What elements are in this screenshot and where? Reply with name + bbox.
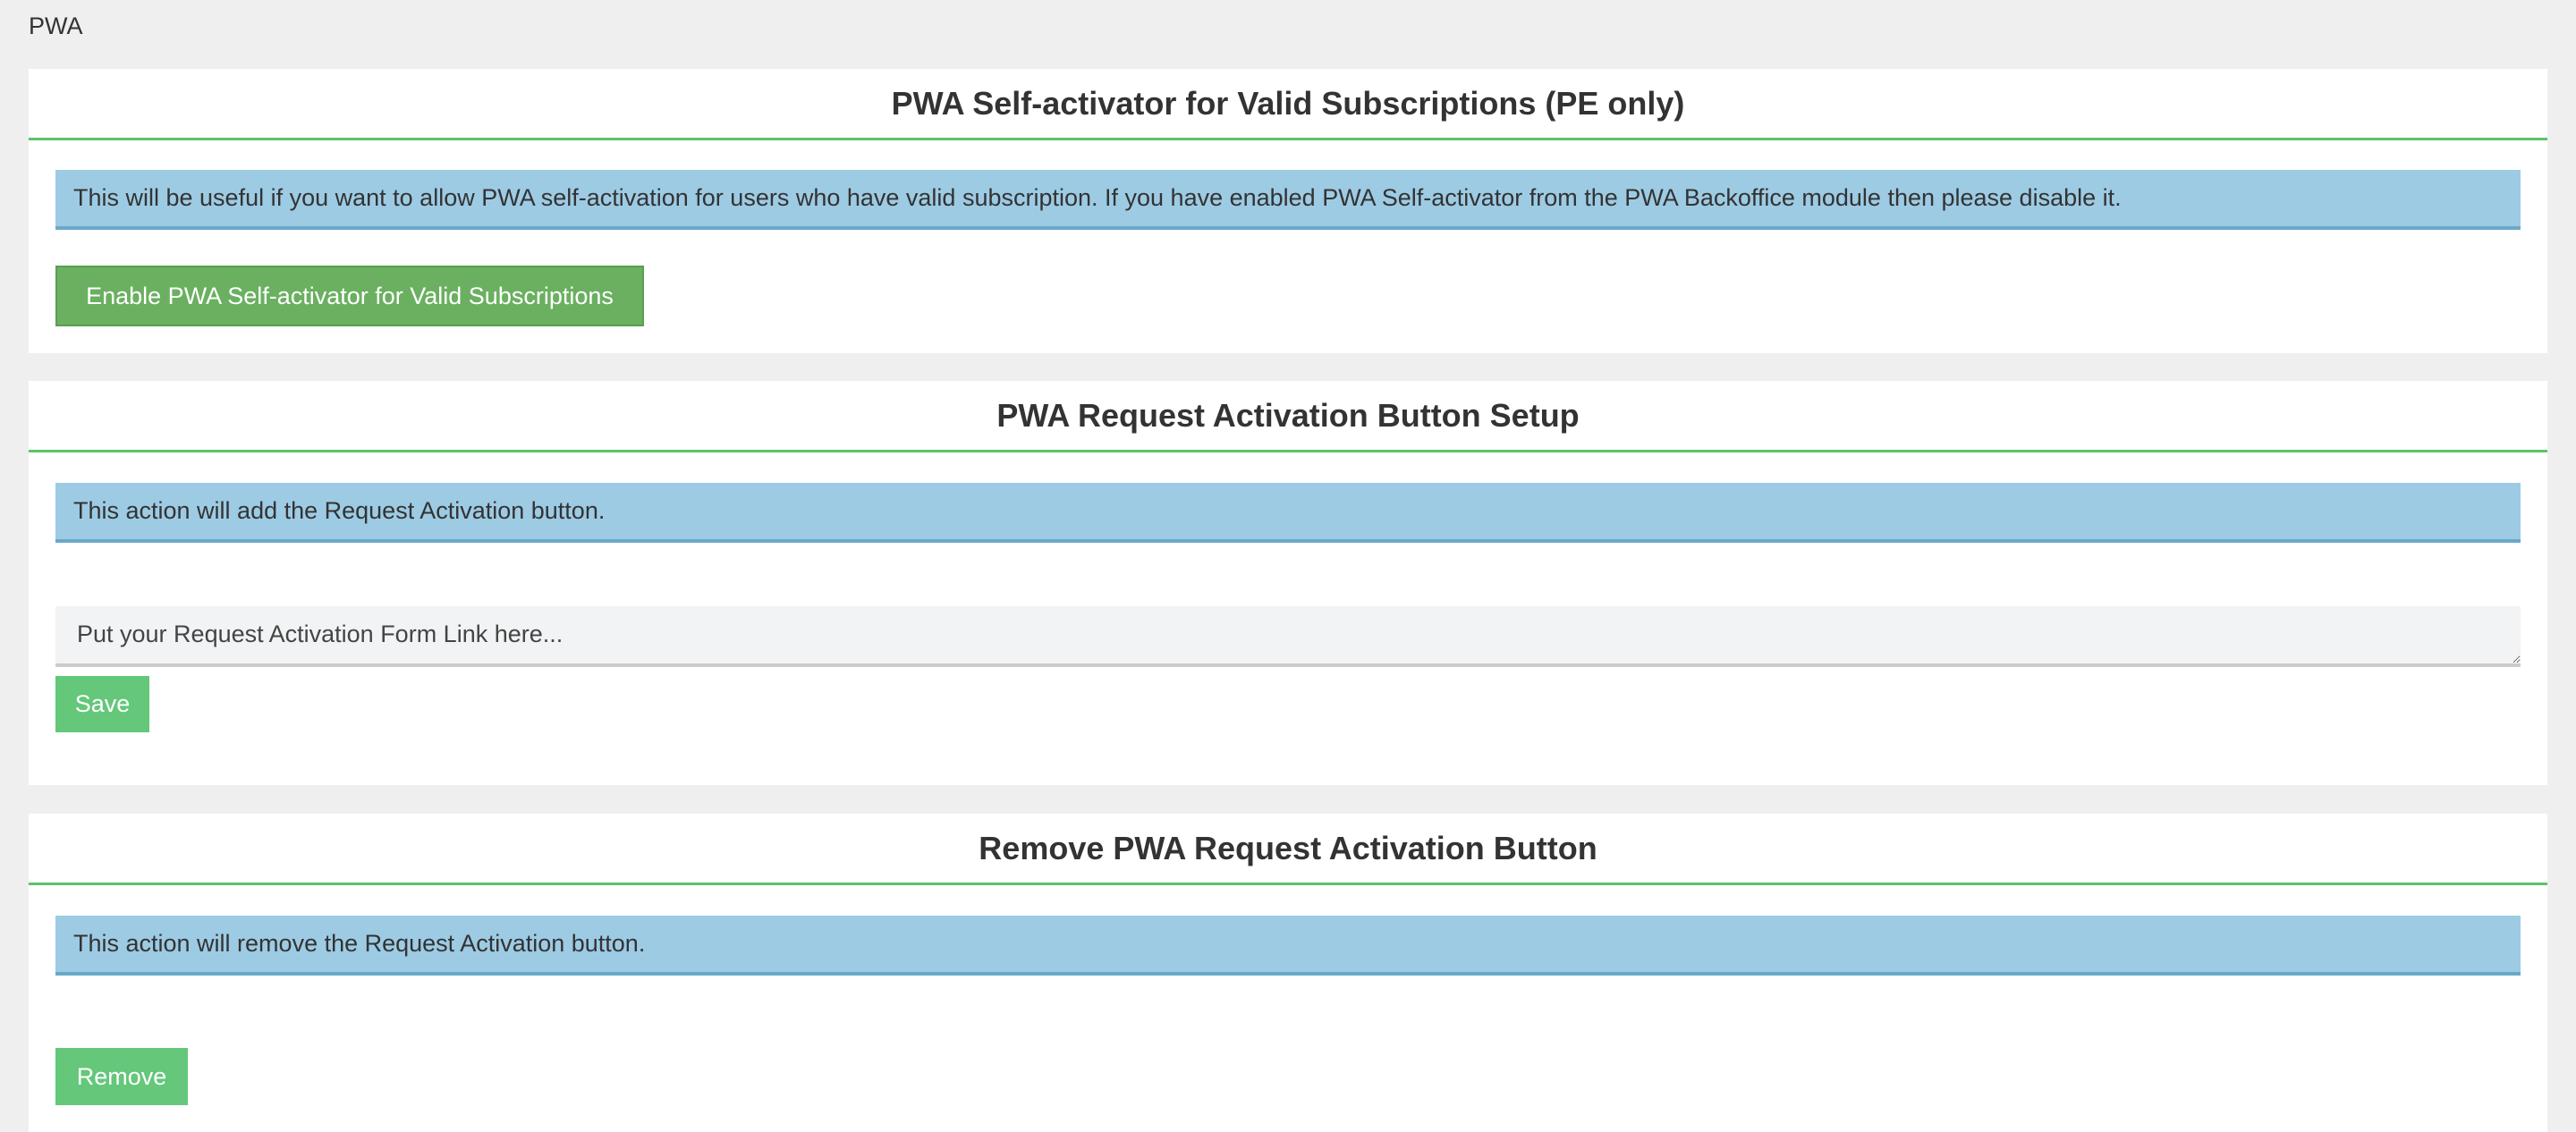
page-title: PWA [29, 13, 83, 39]
remove-request-activation-title: Remove PWA Request Activation Button [979, 829, 1597, 866]
self-activator-card: PWA Self-activator for Valid Subscriptio… [29, 69, 2547, 353]
remove-request-activation-card: Remove PWA Request Activation Button Thi… [29, 814, 2547, 1132]
enable-self-activator-button[interactable]: Enable PWA Self-activator for Valid Subs… [55, 266, 644, 326]
request-activation-link-input[interactable] [55, 606, 2521, 667]
request-activation-setup-title: PWA Request Activation Button Setup [996, 396, 1580, 434]
request-activation-setup-header: PWA Request Activation Button Setup [29, 381, 2547, 452]
remove-button[interactable]: Remove [55, 1048, 188, 1105]
remove-request-activation-header: Remove PWA Request Activation Button [29, 814, 2547, 885]
self-activator-header: PWA Self-activator for Valid Subscriptio… [29, 69, 2547, 140]
request-activation-setup-card: PWA Request Activation Button Setup This… [29, 381, 2547, 785]
self-activator-info: This will be useful if you want to allow… [55, 170, 2521, 230]
save-button[interactable]: Save [55, 676, 149, 732]
request-activation-link-wrapper [55, 606, 2521, 667]
self-activator-title: PWA Self-activator for Valid Subscriptio… [891, 84, 1685, 122]
remove-request-activation-info: This action will remove the Request Acti… [55, 916, 2521, 976]
request-activation-setup-info: This action will add the Request Activat… [55, 483, 2521, 543]
